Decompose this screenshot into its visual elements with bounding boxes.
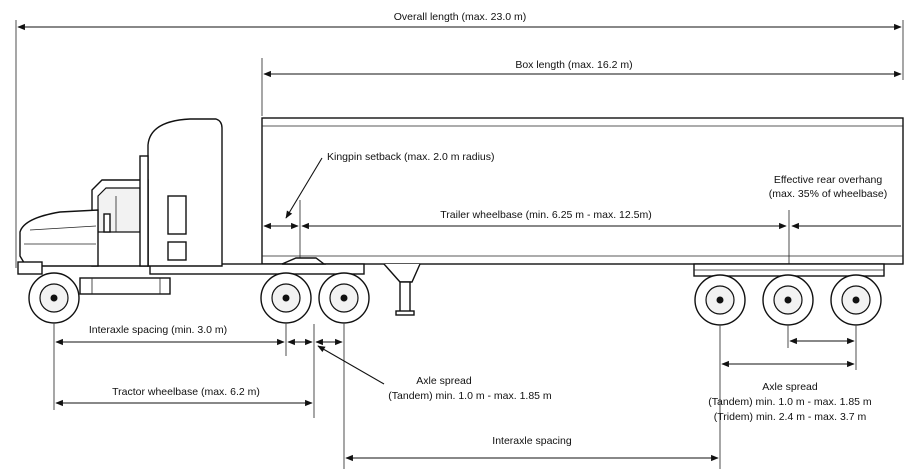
rear-axle-spread-tandem: (Tandem) min. 1.0 m - max. 1.85 m bbox=[708, 396, 872, 408]
kingpin-setback-label: Kingpin setback (max. 2.0 m radius) bbox=[327, 151, 495, 163]
rear-overhang-dimension: Effective rear overhang (max. 35% of whe… bbox=[769, 174, 887, 200]
steer-wheel bbox=[28, 272, 80, 324]
tractor-wheelbase-label: Tractor wheelbase (max. 6.2 m) bbox=[112, 386, 260, 398]
trailer-wheelbase-label: Trailer wheelbase (min. 6.25 m - max. 12… bbox=[440, 209, 651, 221]
trailer-wheel-1 bbox=[694, 274, 746, 326]
trailer-wheel-2 bbox=[762, 274, 814, 326]
trailer-wheel-3 bbox=[830, 274, 882, 326]
interaxle-spacing-label: Interaxle spacing bbox=[492, 435, 572, 447]
landing-gear bbox=[383, 263, 421, 316]
overall-length-dimension: Overall length (max. 23.0 m) bbox=[15, 11, 904, 268]
tractor-cab bbox=[17, 118, 365, 295]
trailer-rear-bogie bbox=[693, 263, 885, 326]
rear-axle-spread-title: Axle spread bbox=[762, 381, 818, 393]
interaxle-spacing-tractor-dimension: Interaxle spacing (min. 3.0 m) bbox=[53, 324, 345, 469]
trailer-wheelbase-dimension: Trailer wheelbase (min. 6.25 m - max. 12… bbox=[263, 209, 901, 264]
overall-length-label: Overall length (max. 23.0 m) bbox=[394, 11, 526, 23]
trailer-box bbox=[261, 117, 904, 265]
tandem-axle-spread-title: Axle spread bbox=[416, 375, 472, 387]
tractor-wheels bbox=[28, 272, 370, 324]
tandem-axle-spread-values: (Tandem) min. 1.0 m - max. 1.85 m bbox=[388, 390, 552, 402]
drive-wheel-2 bbox=[318, 272, 370, 324]
kingpin-setback-dimension: Kingpin setback (max. 2.0 m radius) bbox=[285, 151, 495, 262]
rear-overhang-label-line1: Effective rear overhang bbox=[774, 174, 883, 186]
rear-axle-spread-dimension: Axle spread (Tandem) min. 1.0 m - max. 1… bbox=[708, 326, 872, 423]
rear-overhang-label-line2: (max. 35% of wheelbase) bbox=[769, 188, 887, 200]
box-length-dimension: Box length (max. 16.2 m) bbox=[261, 58, 902, 116]
box-length-label: Box length (max. 16.2 m) bbox=[515, 59, 632, 71]
interaxle-spacing-dimension: Interaxle spacing bbox=[345, 326, 721, 469]
tandem-axle-spread-callout: Axle spread (Tandem) min. 1.0 m - max. 1… bbox=[317, 345, 552, 402]
tractor-wheelbase-dimension: Tractor wheelbase (max. 6.2 m) bbox=[55, 386, 313, 407]
interaxle-spacing-tractor-label: Interaxle spacing (min. 3.0 m) bbox=[89, 324, 227, 336]
rear-axle-spread-tridem: (Tridem) min. 2.4 m - max. 3.7 m bbox=[714, 411, 867, 423]
drive-wheel-1 bbox=[260, 272, 312, 324]
